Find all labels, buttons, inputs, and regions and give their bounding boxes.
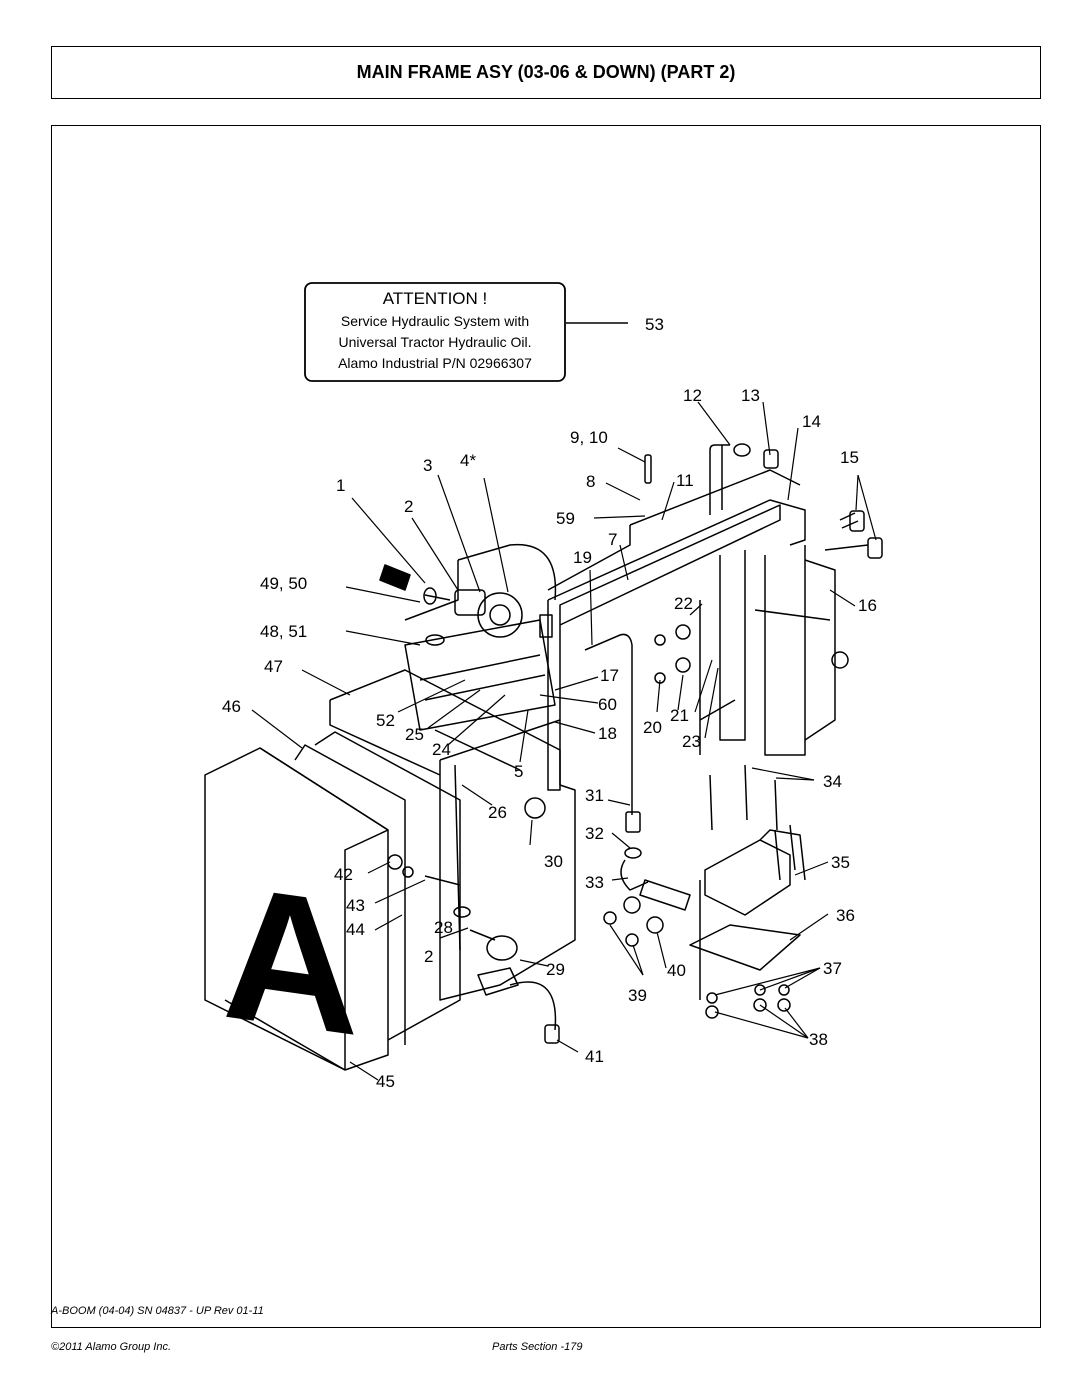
callout-34: 34 [823,772,842,791]
callout-4: 4* [460,451,476,470]
callout-47: 47 [264,657,283,676]
callout-39: 39 [628,986,647,1005]
callout-26: 26 [488,803,507,822]
callout-22: 22 [674,594,693,613]
lower-fittings [424,875,560,1044]
callout-18: 18 [598,724,617,743]
callout-36: 36 [836,906,855,925]
callout-12: 12 [683,386,702,405]
callout-19: 19 [573,548,592,567]
callout-28: 28 [434,918,453,937]
callout-46: 46 [222,697,241,716]
callout-9-10: 9, 10 [570,428,608,447]
decal-letter-a: A [221,845,358,1076]
footer-copyright: ©2011 Alamo Group Inc. [51,1341,172,1353]
callout-37: 37 [823,959,842,978]
footer-page-number: Parts Section -179 [492,1341,583,1353]
diagram-frame [51,125,1041,1328]
control-valve-bank [639,764,806,1000]
callout-30: 30 [544,852,563,871]
callout-16: 16 [858,596,877,615]
attention-decal [304,282,628,382]
callout-45: 45 [376,1072,395,1091]
callout-25: 25 [405,725,424,744]
callout-17: 17 [600,666,619,685]
callout-52: 52 [376,711,395,730]
callout-24: 24 [432,740,451,759]
callout-42: 42 [334,865,353,884]
callout-59: 59 [556,509,575,528]
callout-labels: 1 2 3 4* 5 7 8 9, 10 11 12 13 14 15 16 1… [222,315,877,1091]
callout-20: 20 [643,718,662,737]
attention-line-3: Alamo Industrial P/N 02966307 [338,355,532,371]
filter-cover-panel [204,731,461,1071]
callout-2: 2 [404,497,413,516]
attention-line-1: Service Hydraulic System with [341,313,529,329]
callout-44: 44 [346,920,365,939]
main-frame [547,469,836,791]
hydraulic-hose-upper [644,443,779,515]
callout-8: 8 [586,472,595,491]
callout-29: 29 [546,960,565,979]
callout-23: 23 [682,732,701,751]
callout-60: 60 [598,695,617,714]
page-title: MAIN FRAME ASY (03-06 & DOWN) (PART 2) [356,62,736,82]
callout-11: 11 [676,471,694,490]
callout-3: 3 [423,456,432,475]
callout-21: 21 [670,706,689,725]
callout-49-50: 49, 50 [260,574,307,593]
callout-31: 31 [585,786,604,805]
attention-line-2: Universal Tractor Hydraulic Oil. [339,334,532,350]
pressure-line [584,633,649,891]
callout-32: 32 [585,824,604,843]
callout-14: 14 [802,412,821,431]
callout-43: 43 [346,896,365,915]
footer-doc-id: A-BOOM (04-04) SN 04837 - UP Rev 01-11 [51,1305,264,1317]
callout-40: 40 [667,961,686,980]
callout-5: 5 [514,762,523,781]
callout-15: 15 [840,448,859,467]
leader-lines [251,401,877,1081]
page-title-box: MAIN FRAME ASY (03-06 & DOWN) (PART 2) [51,46,1041,99]
attention-heading: ATTENTION ! [383,289,488,308]
callout-7: 7 [608,530,617,549]
callout-53: 53 [645,315,664,334]
callout-1: 1 [336,476,345,495]
callout-35: 35 [831,853,850,872]
callout-48-51: 48, 51 [260,622,307,641]
callout-41: 41 [585,1047,604,1066]
callout-38: 38 [809,1030,828,1049]
callout-13: 13 [741,386,760,405]
callout-33: 33 [585,873,604,892]
fasteners [603,510,883,1019]
callout-2b: 2 [424,947,433,966]
valve-manifold [379,564,556,731]
